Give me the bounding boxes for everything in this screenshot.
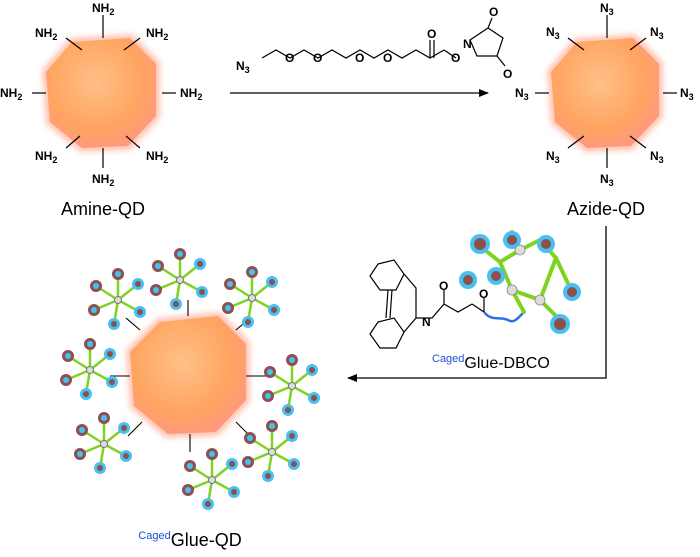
azide-label: N3 <box>680 86 694 102</box>
glue-clusters <box>60 248 320 510</box>
reaction-arrow-2 <box>347 226 607 382</box>
glue-qd: CagedGlue-QD <box>60 248 320 550</box>
ether-oxygen: O <box>313 51 322 65</box>
amine-label: NH2 <box>92 1 114 17</box>
amine-label: NH2 <box>180 86 202 102</box>
imide-oxygen: O <box>489 5 498 19</box>
molecule-cage-icon <box>242 420 300 482</box>
quantum-dot-icon <box>46 38 156 148</box>
imide-oxygen: O <box>503 67 512 81</box>
azide-label: N3 <box>515 86 529 102</box>
caged-glue-dbco-structure: N O O <box>369 230 581 372</box>
azide-end-label: N3 <box>236 59 250 75</box>
molecule-cage-icon <box>60 338 118 400</box>
azido-peg-nhs-structure: N3 O O O O O O N O O <box>236 5 512 81</box>
amine-groups: NH2 NH2 NH2 NH2 NH2 NH2 NH2 NH2 <box>0 1 202 188</box>
molecule-cage-icon <box>459 230 581 334</box>
azide-label: N3 <box>650 149 664 165</box>
molecule-cage-icon <box>262 354 320 416</box>
carbonyl-oxygen: O <box>427 27 436 41</box>
amine-label: NH2 <box>0 86 22 102</box>
azide-label: N3 <box>600 172 614 188</box>
azide-bonds <box>535 15 677 168</box>
glue-dbco-text: Glue-DBCO <box>464 355 549 372</box>
amine-label: NH2 <box>146 149 168 165</box>
ether-oxygen: O <box>355 51 364 65</box>
molecule-cage-icon <box>150 248 208 310</box>
dbco-oxygen: O <box>479 287 488 301</box>
azide-label: N3 <box>546 25 560 41</box>
glue-qd-text: Glue-QD <box>171 530 242 550</box>
caged-glue-qd-label: CagedGlue-QD <box>138 530 241 550</box>
molecule-cage-icon <box>74 412 132 474</box>
amine-label: NH2 <box>35 149 57 165</box>
linker-icon <box>483 311 525 323</box>
quantum-dot-icon <box>551 38 659 148</box>
amine-label: NH2 <box>92 172 114 188</box>
ester-oxygen: O <box>451 51 460 65</box>
molecule-cage-icon <box>182 448 240 510</box>
imide-nitrogen: N <box>463 37 472 51</box>
amine-label: NH2 <box>35 26 57 42</box>
ether-oxygen: O <box>285 51 294 65</box>
quantum-dot-icon <box>130 316 246 434</box>
azide-groups: N3 N3 N3 N3 N3 N3 N3 N3 <box>515 1 694 188</box>
dbco-oxygen: O <box>439 279 448 293</box>
amine-qd: NH2 NH2 NH2 NH2 NH2 NH2 NH2 NH2 Amine-QD <box>0 1 202 219</box>
caged-glue-dbco-label: CagedGlue-DBCO <box>432 353 550 372</box>
caged-superscript: Caged <box>432 353 464 365</box>
azide-label: N3 <box>600 1 614 17</box>
dbco-nitrogen: N <box>422 315 431 329</box>
ether-oxygen: O <box>383 51 392 65</box>
azide-qd-label: Azide-QD <box>567 199 645 219</box>
amine-qd-label: Amine-QD <box>61 199 145 219</box>
caged-superscript: Caged <box>138 530 170 542</box>
amine-bonds <box>32 15 176 168</box>
amine-label: NH2 <box>146 26 168 42</box>
azide-qd: N3 N3 N3 N3 N3 N3 N3 N3 Azide-QD <box>515 1 694 219</box>
azide-label: N3 <box>546 149 560 165</box>
azide-label: N3 <box>650 25 664 41</box>
molecule-cage-icon <box>222 266 280 328</box>
molecule-cage-icon <box>88 268 146 330</box>
